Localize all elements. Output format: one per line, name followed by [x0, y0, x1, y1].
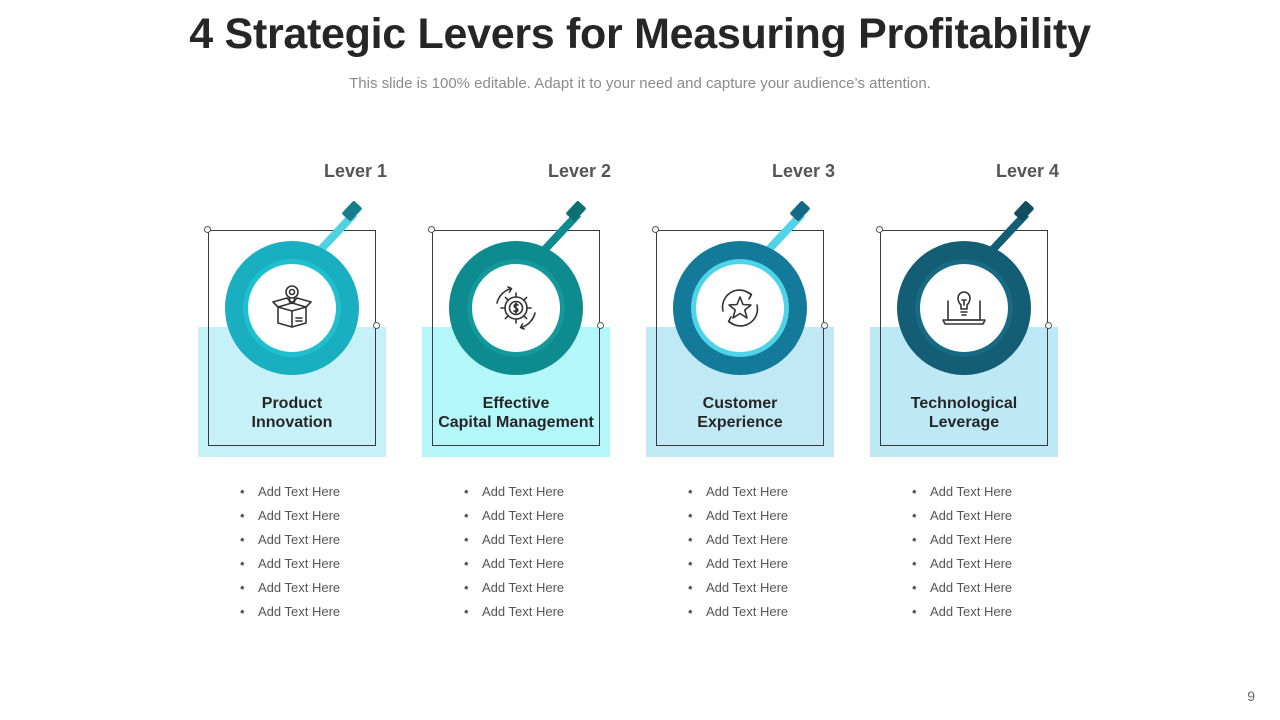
list-item: Add Text Here [688, 578, 788, 602]
list-item: Add Text Here [688, 554, 788, 578]
page-number: 9 [1247, 688, 1255, 704]
lever-3-bullet-list: Add Text Here Add Text Here Add Text Her… [688, 482, 788, 626]
list-item: Add Text Here [240, 482, 340, 506]
lever-2-pointer-tip [566, 201, 586, 221]
list-item: Add Text Here [688, 482, 788, 506]
product-box-idea-icon [272, 285, 312, 328]
lever-1-ring-center [248, 264, 336, 352]
frame-side-dot [1045, 322, 1052, 329]
lever-2-name: Effective Capital Management [422, 394, 610, 432]
lever-4-label: Lever 4 [996, 161, 1060, 181]
lever-2-name-line2: Capital Management [438, 414, 594, 431]
frame-corner-dot [428, 226, 435, 233]
lever-4-name-line1: Technological [910, 395, 1018, 412]
lever-1: Lever 1 Product Innovation Add Text Here… [198, 0, 422, 720]
lever-3-ring-center [696, 264, 784, 352]
lever-2: Lever 2 Effective Capital Management Add… [422, 0, 646, 720]
lever-4-name: Technological Leverage [870, 394, 1058, 432]
list-item: Add Text Here [912, 554, 1012, 578]
list-item: Add Text Here [688, 506, 788, 530]
lever-1-name-line1: Product [261, 395, 323, 412]
list-item: Add Text Here [464, 554, 564, 578]
lever-2-label: Lever 2 [548, 161, 612, 181]
frame-side-dot [597, 322, 604, 329]
list-item: Add Text Here [912, 506, 1012, 530]
lever-3-name: Customer Experience [646, 394, 834, 432]
lever-2-frame [432, 230, 600, 446]
lever-4-pointer-tip [1014, 201, 1034, 221]
star-refresh-icon [721, 289, 759, 327]
frame-corner-dot [876, 226, 883, 233]
list-item: Add Text Here [464, 506, 564, 530]
list-item: Add Text Here [464, 578, 564, 602]
frame-corner-dot [204, 226, 211, 233]
lever-2-bullet-list: Add Text Here Add Text Here Add Text Her… [464, 482, 564, 626]
lever-1-bullet-list: Add Text Here Add Text Here Add Text Her… [240, 482, 340, 626]
list-item: Add Text Here [464, 482, 564, 506]
lever-3-frame [656, 230, 824, 446]
list-item: Add Text Here [240, 602, 340, 626]
frame-side-dot [373, 322, 380, 329]
lever-1-name-line2: Innovation [251, 414, 333, 431]
lever-1-label: Lever 1 [324, 161, 388, 181]
list-item: Add Text Here [240, 578, 340, 602]
list-item: Add Text Here [688, 530, 788, 554]
lever-4: Lever 4 Technological Leverage Add Text … [870, 0, 1094, 720]
lever-3-pointer-tip [790, 201, 810, 221]
lever-4-bullet-list: Add Text Here Add Text Here Add Text Her… [912, 482, 1012, 626]
frame-side-dot [821, 322, 828, 329]
list-item: Add Text Here [464, 530, 564, 554]
list-item: Add Text Here [240, 530, 340, 554]
lever-2-ring [449, 241, 583, 375]
lever-3-label: Lever 3 [772, 161, 836, 181]
lever-3-ring [673, 241, 807, 375]
gear-dollar-cycle-icon [496, 286, 536, 330]
lever-1-frame [208, 230, 376, 446]
list-item: Add Text Here [912, 530, 1012, 554]
lever-2-ring-center [472, 264, 560, 352]
list-item: Add Text Here [688, 602, 788, 626]
frame-corner-dot [652, 226, 659, 233]
laptop-lightbulb-icon [942, 291, 986, 325]
lever-4-name-line2: Leverage [928, 414, 1000, 431]
list-item: Add Text Here [240, 506, 340, 530]
slide-title: 4 Strategic Levers for Measuring Profita… [189, 10, 1091, 58]
list-item: Add Text Here [240, 554, 340, 578]
lever-3-name-line1: Customer [702, 395, 778, 412]
lever-1-pointer-tip [342, 201, 362, 221]
lever-4-ring-center [920, 264, 1008, 352]
list-item: Add Text Here [912, 578, 1012, 602]
list-item: Add Text Here [464, 602, 564, 626]
lever-3-name-line2: Experience [697, 414, 783, 431]
list-item: Add Text Here [912, 602, 1012, 626]
lever-4-frame [880, 230, 1048, 446]
lever-3: Lever 3 Customer Experience Add Text Her… [646, 0, 870, 720]
slide-subtitle: This slide is 100% editable. Adapt it to… [349, 75, 931, 92]
list-item: Add Text Here [912, 482, 1012, 506]
lever-1-name: Product Innovation [198, 394, 386, 432]
lever-2-name-line1: Effective [482, 395, 550, 412]
lever-4-ring [897, 241, 1031, 375]
lever-1-ring [225, 241, 359, 375]
